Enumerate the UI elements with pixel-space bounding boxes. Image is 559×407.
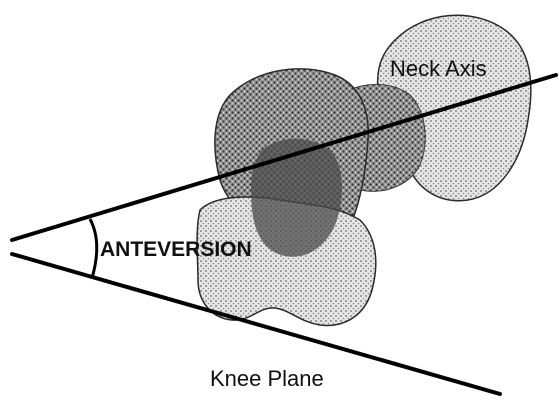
anteversion-angle-arc (90, 219, 97, 278)
anteversion-label: ANTEVERSION (100, 238, 252, 261)
neck-axis-label: Neck Axis (390, 56, 487, 81)
knee-plane-label: Knee Plane (210, 366, 324, 391)
